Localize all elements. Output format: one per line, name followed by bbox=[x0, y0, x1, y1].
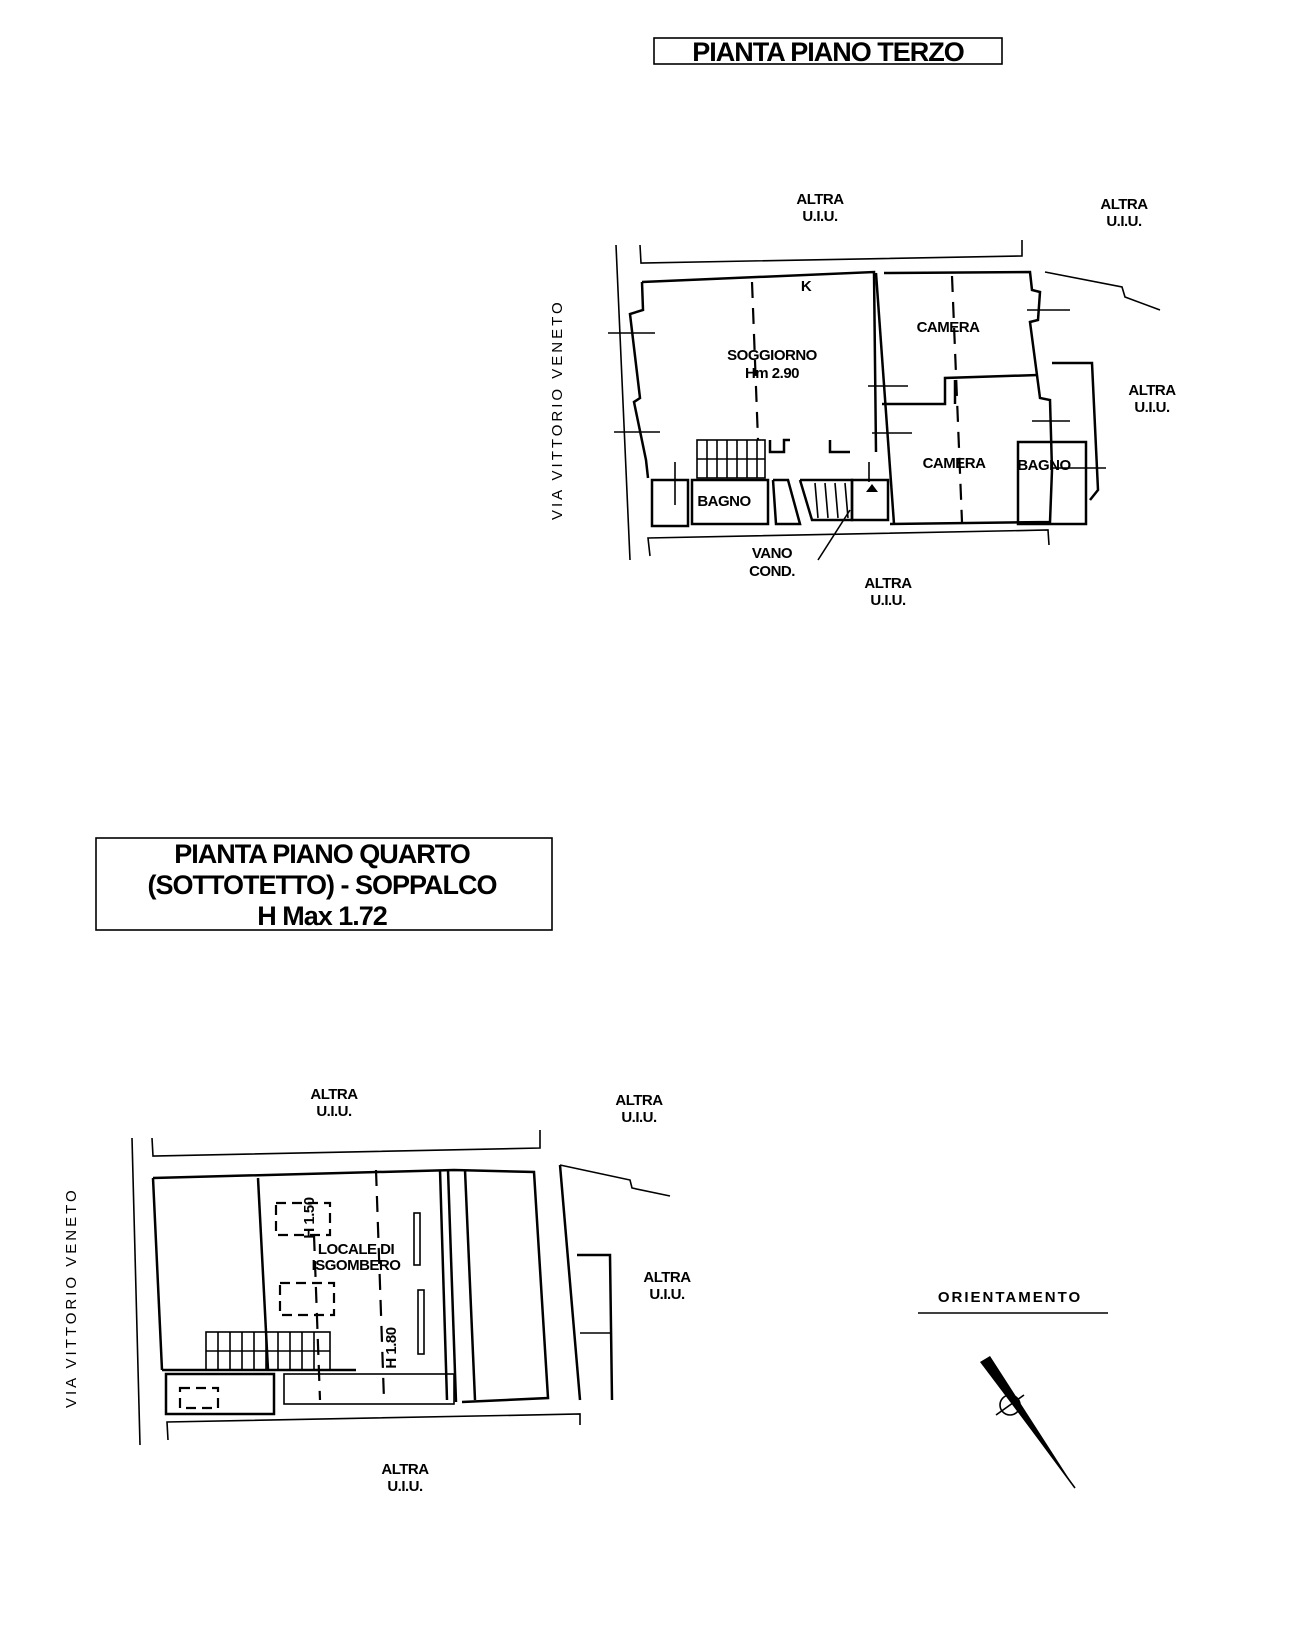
room-soggiorno-height: Hm 2.90 bbox=[745, 365, 799, 382]
room-camera-1: CAMERA bbox=[917, 319, 980, 336]
chimney-icon bbox=[866, 484, 878, 492]
vano-cond-line2: COND. bbox=[749, 563, 795, 580]
fourth-floor-plan: LOCALE DI ISGOMBERO H 1.50 H 1.80 ALTRA … bbox=[63, 1086, 692, 1495]
neighbor-label: ALTRA bbox=[1100, 196, 1148, 213]
third-floor-title: PIANTA PIANO TERZO bbox=[653, 37, 1003, 67]
neighbor-label: ALTRA bbox=[615, 1092, 663, 1109]
neighbor-label: U.I.U. bbox=[1106, 213, 1142, 230]
room-bagno-1: BAGNO bbox=[697, 493, 751, 510]
height-label-2: H 1.80 bbox=[383, 1327, 400, 1368]
room-soggiorno: SOGGIORNO bbox=[727, 347, 818, 364]
orientation: ORIENTAMENTO bbox=[918, 1289, 1108, 1489]
room-locale-line1: LOCALE DI bbox=[318, 1241, 395, 1258]
fourth-floor-title: PIANTA PIANO QUARTO (SOTTOTETTO) - SOPPA… bbox=[95, 837, 553, 931]
room-camera-2: CAMERA bbox=[923, 455, 986, 472]
stair-steps bbox=[697, 440, 849, 519]
fourth-floor-title-line2: (SOTTOTETTO) - SOPPALCO bbox=[147, 870, 496, 900]
neighbor-label: U.I.U. bbox=[802, 208, 838, 225]
height-label-1: H 1.50 bbox=[301, 1197, 318, 1238]
fourth-floor-title-line1: PIANTA PIANO QUARTO bbox=[174, 839, 470, 869]
kitchen-mark: K bbox=[801, 278, 812, 295]
third-floor-plan: K SOGGIORNO Hm 2.90 CAMERA CAMERA BAGNO … bbox=[549, 191, 1177, 609]
street-label: VIA VITTORIO VENETO bbox=[549, 299, 566, 520]
neighbor-label: ALTRA bbox=[381, 1461, 429, 1478]
neighbor-label: ALTRA bbox=[796, 191, 844, 208]
neighbor-label: ALTRA bbox=[864, 575, 912, 592]
street-label: VIA VITTORIO VENETO bbox=[63, 1187, 80, 1408]
neighbor-label: U.I.U. bbox=[870, 592, 906, 609]
third-floor-title-text: PIANTA PIANO TERZO bbox=[692, 37, 964, 67]
neighbor-label: U.I.U. bbox=[316, 1103, 352, 1120]
room-bagno-2: BAGNO bbox=[1017, 457, 1071, 474]
room-locale-line2: ISGOMBERO bbox=[312, 1257, 402, 1274]
orientation-label: ORIENTAMENTO bbox=[938, 1289, 1082, 1306]
neighbor-label: ALTRA bbox=[643, 1269, 691, 1286]
neighbor-label: U.I.U. bbox=[1134, 399, 1170, 416]
vano-cond-line1: VANO bbox=[752, 545, 793, 562]
neighbor-label: U.I.U. bbox=[387, 1478, 423, 1495]
neighbor-label: ALTRA bbox=[310, 1086, 358, 1103]
north-arrow-icon bbox=[980, 1356, 1076, 1489]
neighbor-label: U.I.U. bbox=[649, 1286, 685, 1303]
neighbor-label: ALTRA bbox=[1128, 382, 1176, 399]
neighbor-label: U.I.U. bbox=[621, 1109, 657, 1126]
fourth-floor-title-line3: H Max 1.72 bbox=[257, 901, 387, 931]
